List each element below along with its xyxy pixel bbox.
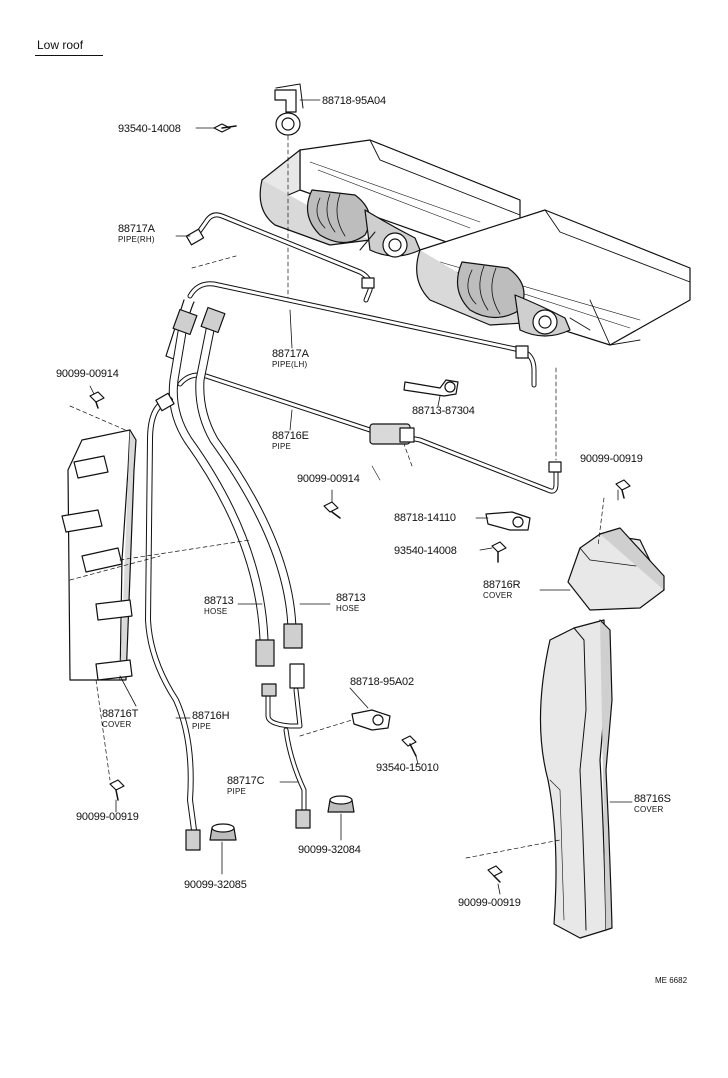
part-label-p22: 90099-32084 [298,844,361,856]
part-label-p10: 88718-14110 [394,512,456,524]
screw-00914-left [69,385,131,433]
part-desc-p7: PIPE [272,442,292,451]
part-label-p15: 88718-95A02 [350,676,414,688]
part-desc-p14: HOSE [336,604,360,613]
clamp-88713-87304 [403,379,459,407]
pipe-88716e [177,367,562,494]
part-label-p13: 88713 [204,595,234,607]
part-desc-p20: COVER [634,805,664,814]
part-label-p19: 88717C [227,775,265,787]
part-label-p23: 90099-32085 [184,879,247,891]
part-label-p6: 88713-87304 [412,405,475,417]
part-label-p3: 88717A [118,223,155,235]
part-label-p20: 88716S [634,793,671,805]
diagram-title: Low roof [37,38,84,52]
screw-00914-mid [323,489,341,519]
bolt-mid [479,541,507,563]
hoses-88713 [168,306,331,667]
part-desc-p4: PIPE(LH) [272,360,308,369]
part-desc-p3: PIPE(RH) [118,235,155,244]
screw-00919-bottom [487,865,503,895]
part-label-p7: 88716E [272,430,309,442]
part-label-p4: 88717A [272,348,309,360]
pipe-rh [175,212,375,303]
clamp-14110 [475,511,531,531]
cover-88716t [61,429,251,781]
part-label-p14: 88713 [336,592,366,604]
title-underline [35,55,103,56]
part-label-p9: 90099-00914 [297,473,360,485]
plug-32085 [209,823,237,875]
part-label-p16: 88716T [102,708,139,720]
part-desc-p13: HOSE [204,607,228,616]
part-desc-p16: COVER [102,720,132,729]
part-desc-p17: PIPE [192,722,212,731]
cooling-unit [259,139,691,346]
part-label-p18: 93540-15010 [376,762,439,774]
part-label-p5: 90099-00914 [56,368,119,380]
part-label-p2: 93540-14008 [118,123,181,135]
part-label-p1: 88718-95A04 [322,95,386,107]
bolt-top [195,123,237,133]
pipe-88716h [145,392,201,851]
cover-88716r [539,489,665,611]
part-desc-p12: COVER [483,591,513,600]
bolt-15010 [401,735,419,765]
clamp-95a02 [299,687,391,737]
cover-88716s [465,619,633,939]
part-label-p17: 88716H [192,710,230,722]
clamp-top [274,83,321,301]
part-label-p21: 90099-00919 [76,811,139,823]
diagram-reference-code: ME 6682 [655,976,688,985]
plug-32084 [327,795,355,841]
part-label-p11: 93540-14008 [394,545,457,557]
part-label-p24: 90099-00919 [458,897,521,909]
pipe-88717c [261,663,311,829]
part-label-p8: 90099-00919 [580,453,643,465]
part-desc-p19: PIPE [227,787,247,796]
screw-00919-left [109,779,125,813]
part-label-p12: 88716R [483,579,521,591]
screw-00919-right [615,479,631,499]
